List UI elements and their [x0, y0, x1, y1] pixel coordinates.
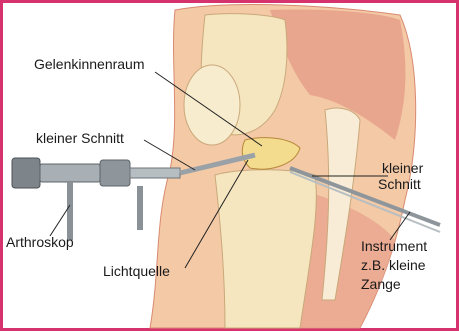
- label-instrument-line3: Zange: [361, 276, 401, 292]
- label-light-source: Lichtquelle: [103, 263, 170, 279]
- label-instrument-line2: z.B. kleine: [361, 257, 426, 273]
- arthroscope-coupler: [100, 160, 130, 186]
- patella-bone: [184, 65, 240, 145]
- arthroscope-eyepiece: [12, 158, 40, 188]
- label-small-incision-right-line1: kleiner: [382, 160, 423, 176]
- arthroscope-sheath: [130, 168, 180, 178]
- tibia-bone: [215, 170, 316, 328]
- label-joint-space: Gelenkinnenraum: [34, 56, 145, 72]
- label-arthroscope: Arthroskop: [6, 234, 74, 250]
- arthroscope-body: [40, 164, 100, 182]
- label-instrument-line1: Instrument: [361, 238, 427, 254]
- label-small-incision-left: kleiner Schnitt: [36, 130, 124, 146]
- label-small-incision-right-line2: Schnitt: [378, 176, 421, 192]
